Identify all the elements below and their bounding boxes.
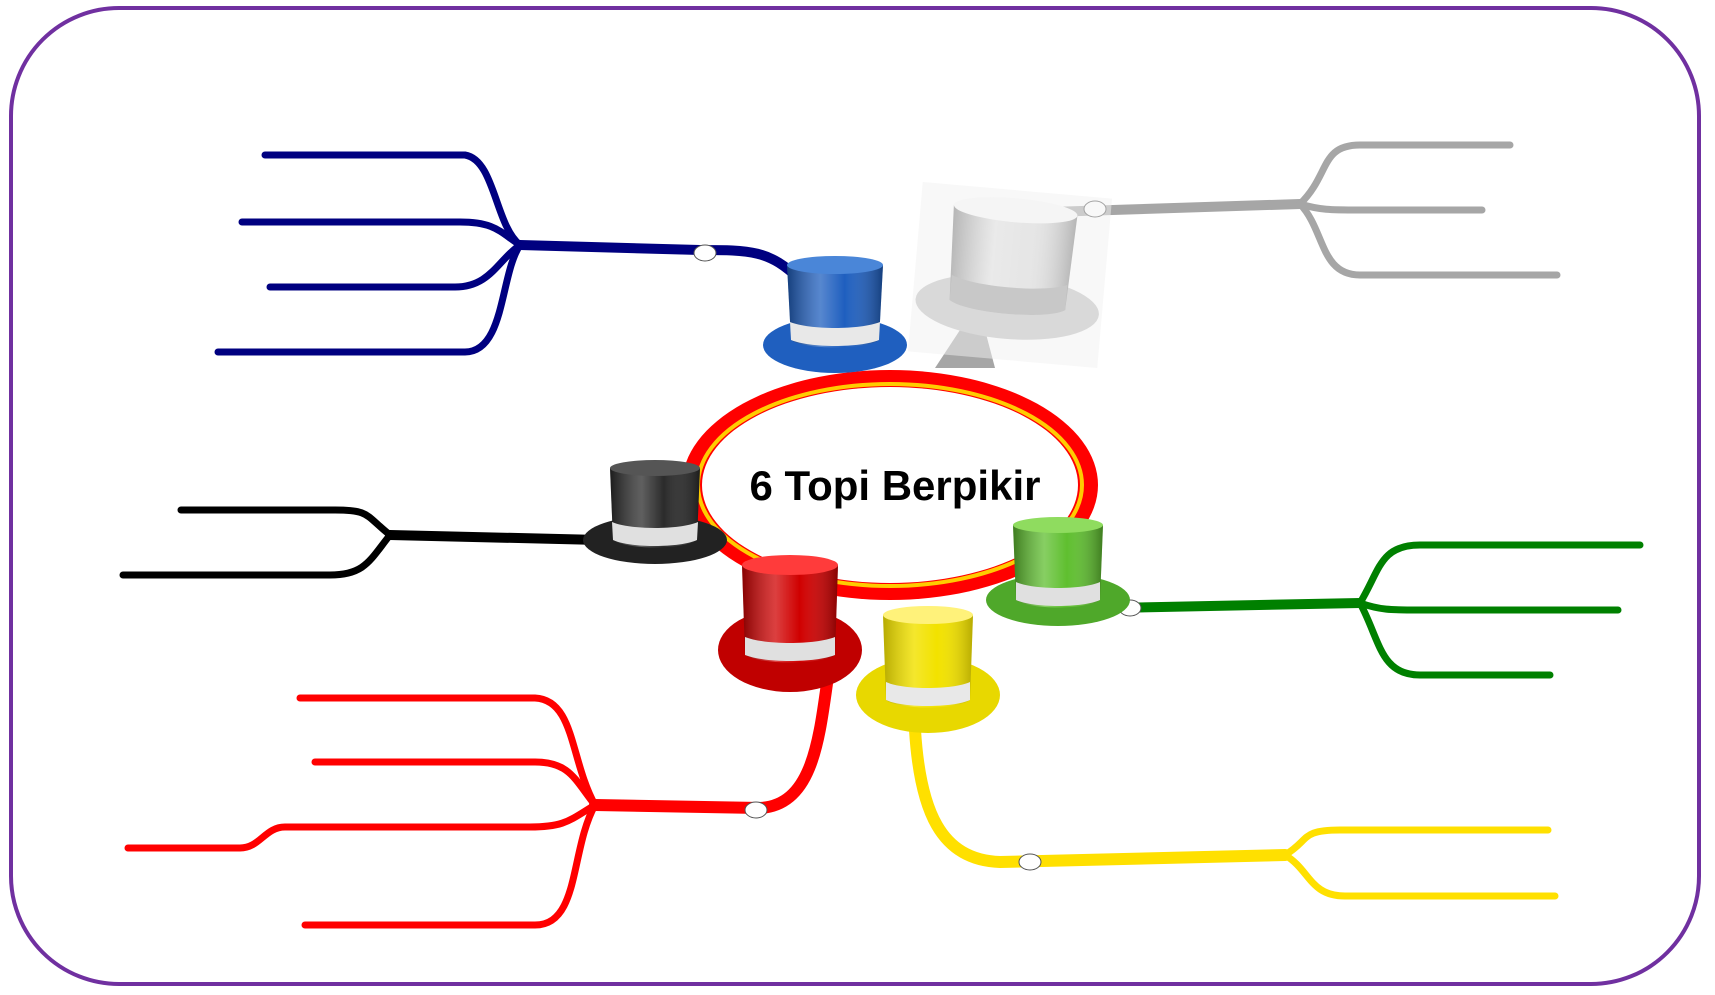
black-branch-line-1 (177, 506, 394, 539)
black-branch-line-2 (119, 531, 394, 579)
yellow-branch-line-2 (1281, 851, 1559, 900)
yellow-branch-trunk (909, 724, 1291, 868)
red-branch-line-3 (124, 801, 599, 852)
blue-branch (214, 151, 805, 356)
green-hat-icon (986, 517, 1130, 626)
black-hat-icon (583, 460, 727, 564)
green-branch-line-2 (1356, 599, 1622, 614)
blue-hat-icon (763, 256, 907, 373)
red-branch (124, 644, 838, 929)
yellow-branch-line-1 (1281, 826, 1552, 859)
blue-branch-line-4 (214, 241, 524, 356)
yellow-branch (909, 724, 1559, 900)
black-branch (119, 506, 605, 579)
yellow-branch-node (1018, 853, 1042, 871)
blue-branch-line-1 (261, 151, 524, 249)
white-hat-icon (907, 182, 1113, 368)
green-branch (1105, 541, 1644, 679)
blue-branch-line-2 (238, 218, 524, 249)
green-branch-trunk (1105, 598, 1365, 613)
white-branch-line-1 (1296, 141, 1514, 208)
green-branch-line-3 (1356, 599, 1554, 679)
central-node: 6 Topi Berpikir (682, 370, 1098, 600)
blue-branch-node (693, 244, 717, 262)
blue-branch-trunk (515, 240, 805, 285)
red-branch-node (744, 801, 768, 819)
green-branch-line-1 (1356, 541, 1644, 607)
red-hat-icon (718, 555, 862, 692)
white-branch-line-2 (1296, 200, 1486, 214)
black-branch-trunk (385, 530, 605, 545)
red-branch-line-1 (296, 694, 599, 809)
central-title: 6 Topi Berpikir (750, 462, 1041, 509)
red-branch-line-4 (301, 801, 599, 929)
yellow-hat-icon (856, 606, 1000, 733)
blue-branch-line-3 (266, 241, 524, 291)
central-ring-inner (702, 387, 1078, 583)
white-branch-line-3 (1296, 200, 1561, 279)
red-branch-line-2 (311, 758, 599, 809)
